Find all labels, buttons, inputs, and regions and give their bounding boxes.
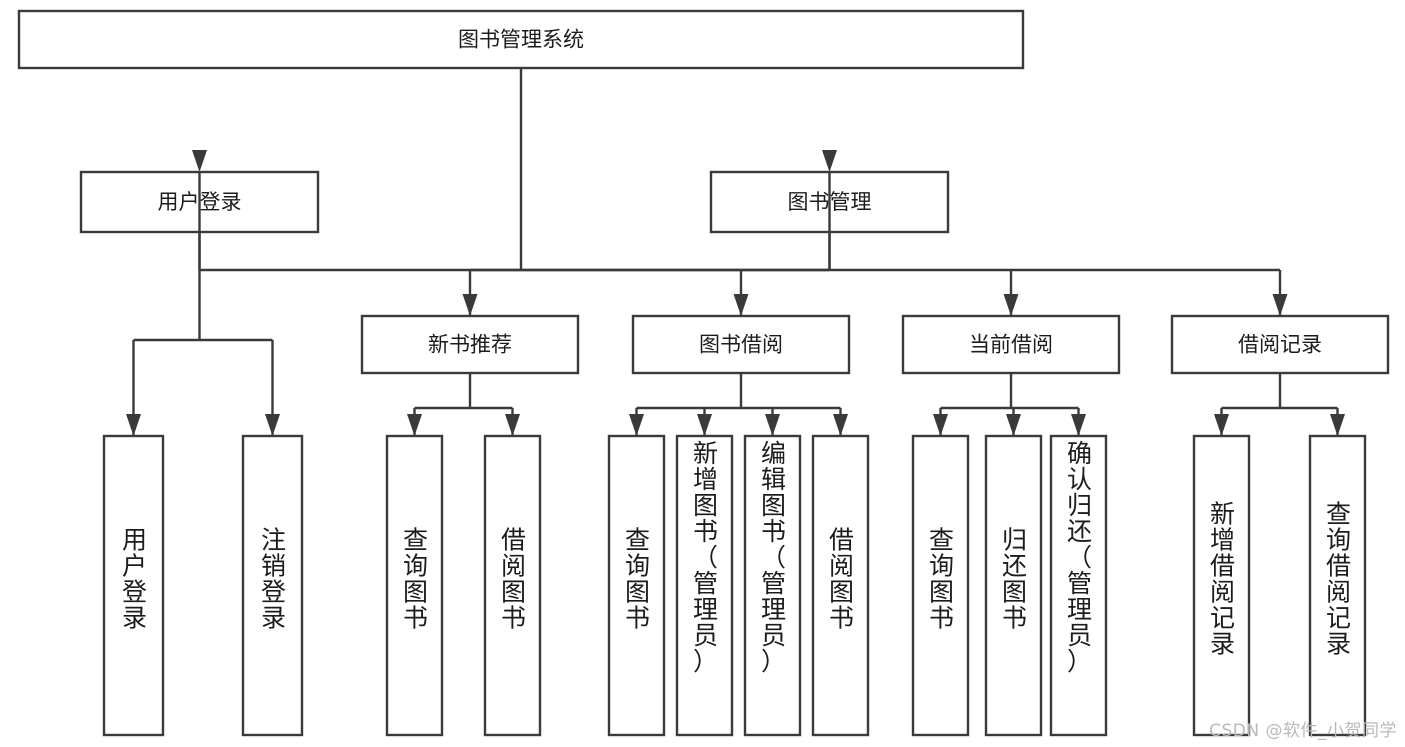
arrow-head-icon-new-book-recommend <box>462 294 478 316</box>
node-label-leaf-confirm-return: 确认归还（管理员） <box>1067 439 1092 676</box>
node-new-book-recommend[interactable]: 新书推荐 <box>360 314 580 375</box>
node-label-leaf-user-login: 用户登录 <box>122 526 147 633</box>
node-root[interactable]: 图书管理系统 <box>17 9 1025 70</box>
node-leaf-borrow-book-2[interactable]: 借阅图书 <box>811 434 870 737</box>
node-label-leaf-borrow-book-1: 借阅图书 <box>501 526 526 633</box>
node-box-leaf-user-login <box>102 434 165 737</box>
node-label-leaf-return-book: 归还图书 <box>1002 526 1027 633</box>
arrow-head-icon-leaf-query-record <box>1330 414 1345 436</box>
node-box-book-borrow <box>631 314 851 375</box>
node-label-leaf-query-book-3: 查询图书 <box>929 526 954 633</box>
arrow-head-icon-book-admin <box>822 150 837 172</box>
node-leaf-query-record[interactable]: 查询借阅记录 <box>1308 434 1367 737</box>
arrow-head-icon-borrow-record <box>1272 294 1288 316</box>
node-borrow-record[interactable]: 借阅记录 <box>1170 314 1390 375</box>
node-box-current-borrow <box>901 314 1121 375</box>
arrow-head-icon-book-borrow <box>733 294 749 316</box>
node-label-leaf-add-book: 新增图书（管理员） <box>693 439 718 676</box>
arrow-head-icon-leaf-confirm-return <box>1071 414 1086 436</box>
node-label-borrow-record: 借阅记录 <box>1238 333 1322 357</box>
node-box-leaf-query-record <box>1308 434 1367 737</box>
node-leaf-logout[interactable]: 注销登录 <box>241 434 304 737</box>
node-box-leaf-add-record <box>1192 434 1251 737</box>
node-box-leaf-query-book-2 <box>607 434 666 737</box>
node-leaf-confirm-return[interactable]: 确认归还（管理员） <box>1049 434 1108 737</box>
node-box-borrow-record <box>1170 314 1390 375</box>
node-label-leaf-edit-book: 编辑图书（管理员） <box>761 439 786 676</box>
node-label-book-borrow: 图书借阅 <box>699 333 783 357</box>
node-box-leaf-borrow-book-1 <box>483 434 542 737</box>
node-box-leaf-logout <box>241 434 304 737</box>
arrow-head-icon-leaf-user-login <box>126 414 141 436</box>
node-box-leaf-query-book-3 <box>911 434 970 737</box>
node-book-borrow[interactable]: 图书借阅 <box>631 314 851 375</box>
node-box-leaf-confirm-return <box>1049 434 1108 737</box>
node-leaf-user-login[interactable]: 用户登录 <box>102 434 165 737</box>
node-box-leaf-query-book-1 <box>385 434 444 737</box>
node-box-leaf-add-book <box>675 434 734 737</box>
arrow-head-icon-leaf-query-book-2 <box>629 414 644 436</box>
arrow-head-icon-leaf-add-record <box>1214 414 1229 436</box>
node-leaf-edit-book[interactable]: 编辑图书（管理员） <box>743 434 802 737</box>
arrow-head-icon-leaf-borrow-book-1 <box>505 414 520 436</box>
node-label-leaf-borrow-book-2: 借阅图书 <box>829 526 854 633</box>
arrow-head-icon-leaf-query-book-1 <box>407 414 422 436</box>
node-label-leaf-add-record: 新增借阅记录 <box>1210 500 1235 659</box>
arrow-head-icon-leaf-logout <box>265 414 280 436</box>
node-current-borrow[interactable]: 当前借阅 <box>901 314 1121 375</box>
arrow-head-icon-leaf-query-book-3 <box>933 414 948 436</box>
node-label-new-book-recommend: 新书推荐 <box>428 333 512 357</box>
node-box-leaf-borrow-book-2 <box>811 434 870 737</box>
arrow-head-icon-leaf-edit-book <box>765 414 780 436</box>
node-leaf-borrow-book-1[interactable]: 借阅图书 <box>483 434 542 737</box>
node-label-leaf-logout: 注销登录 <box>261 526 286 633</box>
node-label-leaf-query-record: 查询借阅记录 <box>1326 500 1351 659</box>
node-leaf-query-book-1[interactable]: 查询图书 <box>385 434 444 737</box>
node-box-root <box>17 9 1025 70</box>
arrow-head-icon-current-borrow <box>1003 294 1019 316</box>
node-label-leaf-query-book-1: 查询图书 <box>403 526 428 633</box>
node-leaf-return-book[interactable]: 归还图书 <box>984 434 1043 737</box>
node-label-leaf-query-book-2: 查询图书 <box>625 526 650 633</box>
arrow-head-icon-leaf-add-book <box>697 414 712 436</box>
watermark-text: CSDN @软件_小贺同学 <box>1209 721 1397 741</box>
node-label-root: 图书管理系统 <box>458 28 584 52</box>
node-leaf-query-book-2[interactable]: 查询图书 <box>607 434 666 737</box>
node-leaf-query-book-3[interactable]: 查询图书 <box>911 434 970 737</box>
node-label-current-borrow: 当前借阅 <box>969 333 1053 357</box>
node-box-new-book-recommend <box>360 314 580 375</box>
arrow-head-icon-leaf-return-book <box>1006 414 1021 436</box>
node-leaf-add-record[interactable]: 新增借阅记录 <box>1192 434 1251 737</box>
node-leaf-add-book[interactable]: 新增图书（管理员） <box>675 434 734 737</box>
arrow-head-icon-user-login <box>192 150 207 172</box>
arrow-head-icon-leaf-borrow-book-2 <box>833 414 848 436</box>
